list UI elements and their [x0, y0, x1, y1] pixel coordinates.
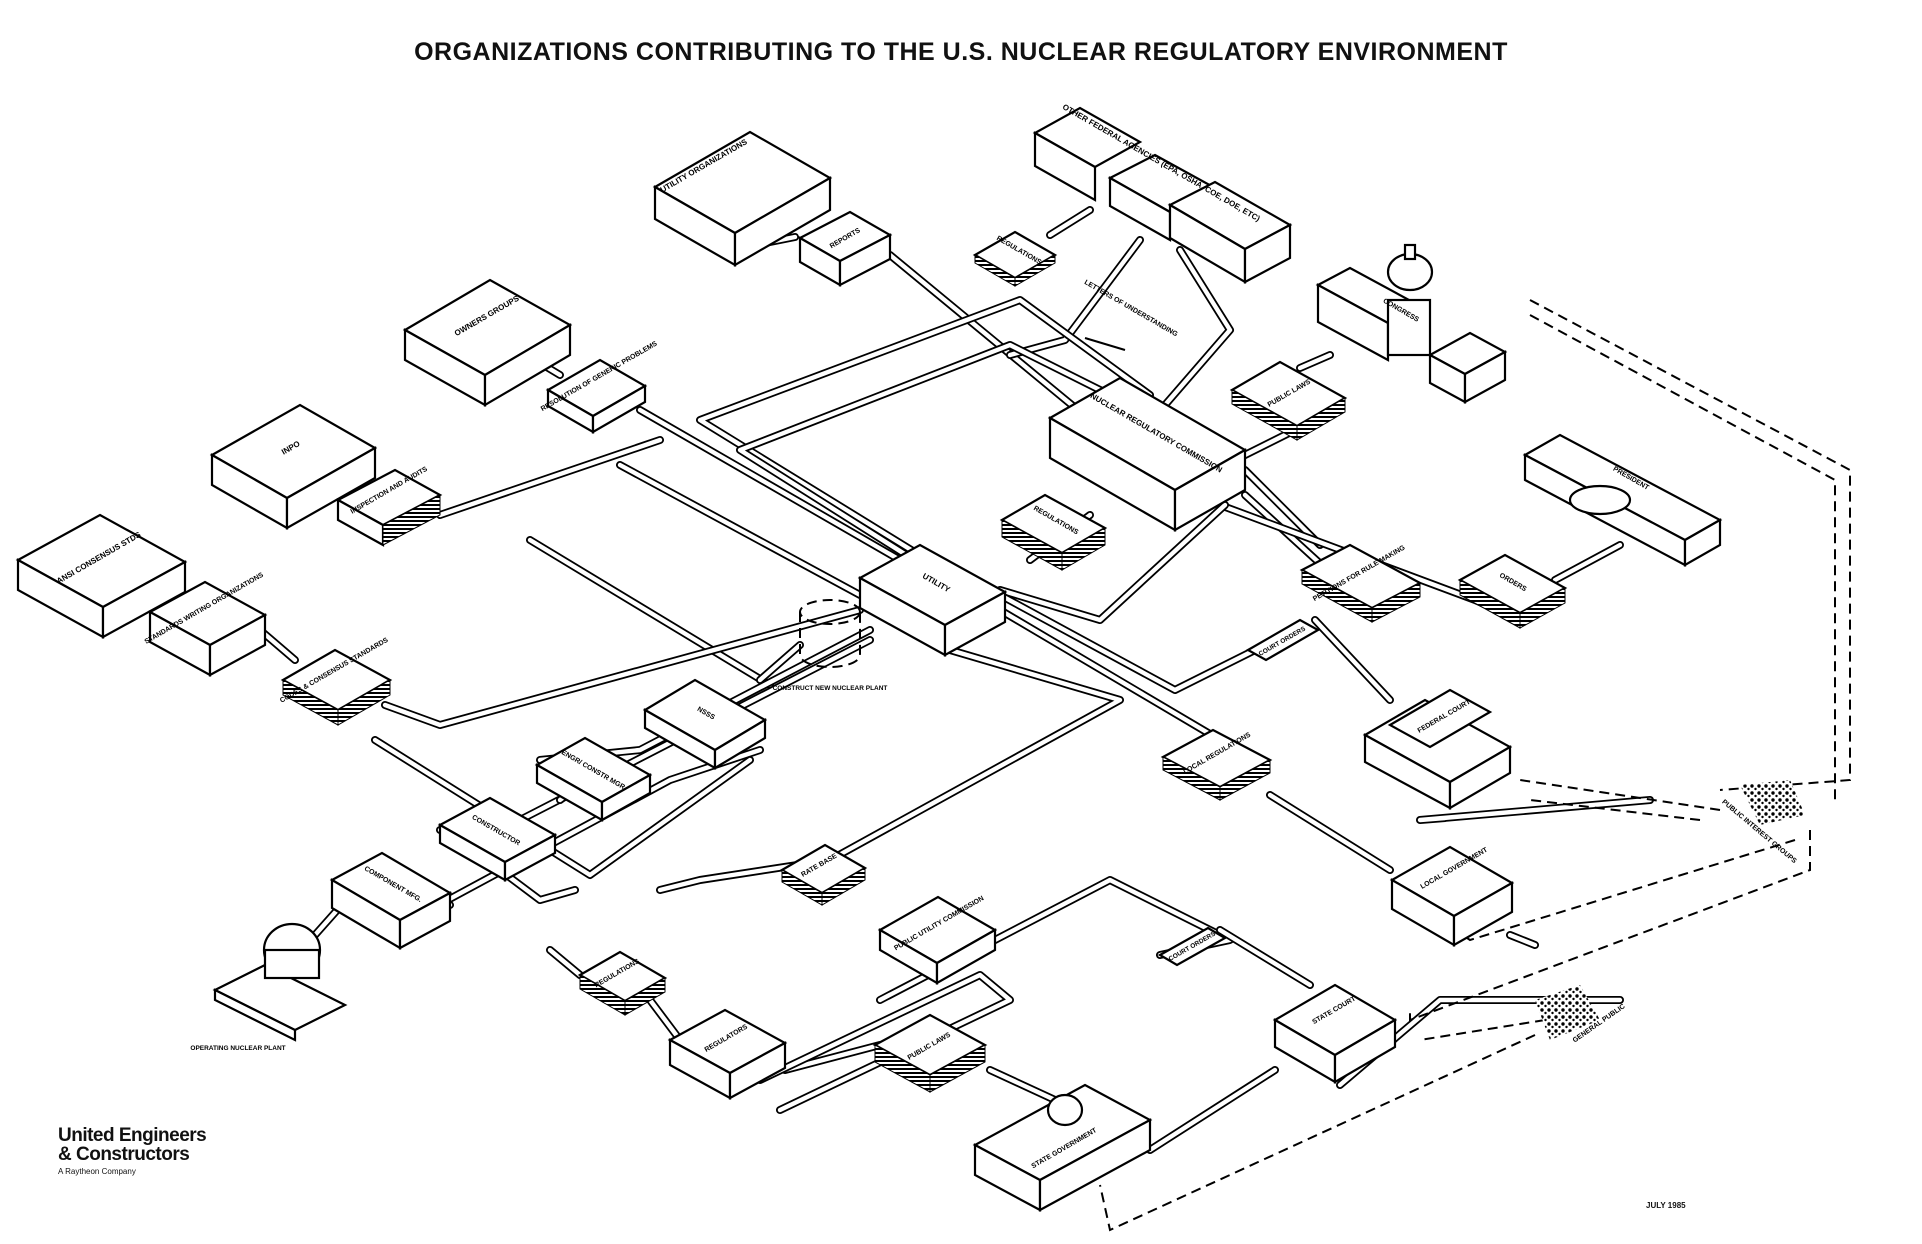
- logo-line-1: United Engineers: [58, 1125, 207, 1146]
- logo-line-2: & Constructors: [58, 1144, 190, 1165]
- flow-line-inner: [1047, 207, 1093, 238]
- engr-constr-mgr-box: ENGR/ CONSTR MGR.: [534, 736, 653, 822]
- president-building: PRESIDENT: [1522, 433, 1723, 567]
- owners-groups-building: OWNERS GROUPS: [402, 278, 573, 407]
- flow-line-inner: [1507, 932, 1538, 948]
- rate-base-stack: RATE BASE: [779, 843, 868, 906]
- codes-stack: CODES & CONSENSUS STANDARDS: [279, 637, 393, 726]
- flow-line-inner: [437, 437, 663, 518]
- flow-line-inner: [997, 607, 1223, 743]
- orders-stack: ORDERS: [1457, 553, 1568, 629]
- public-flow-line: [1099, 1034, 1536, 1232]
- flow-line-inner: [657, 647, 1123, 893]
- regulations-top-stack: REGULATIONS: [972, 230, 1058, 287]
- construct-new-label: CONSTRUCT NEW NUCLEAR PLANT: [773, 685, 888, 692]
- flow-line-inner: [1417, 797, 1653, 823]
- letters-of-understanding: LETTERS OF UNDERSTANDING: [1083, 279, 1179, 351]
- nrc-building: NUCLEAR REGULATORY COMMISSION: [1047, 376, 1248, 532]
- public-flow-line: [1409, 830, 1811, 1022]
- flow-line-inner: [372, 737, 753, 878]
- flow-line-inner: [1217, 927, 1313, 988]
- component-mfg-box: COMPONENT MFG.: [329, 851, 453, 950]
- court-orders-bottom-scroll: COURT ORDERS: [1157, 926, 1228, 967]
- public-laws-top-stack: PUBLIC LAWS: [1229, 360, 1348, 441]
- page-title: ORGANIZATIONS CONTRIBUTING TO THE U.S. N…: [414, 38, 1508, 66]
- flow-line-inner: [527, 537, 773, 688]
- local-regulations-stack: LOCAL REGULATIONS: [1160, 728, 1273, 801]
- flow-line-inner: [382, 607, 863, 728]
- operating-label: OPERATING NUCLEAR PLANT: [190, 1045, 285, 1052]
- state-government-building: STATE GOVERNMENT: [972, 1083, 1153, 1212]
- regulators-building: REGULATORS: [667, 1008, 788, 1100]
- flow-line-inner: [987, 1067, 1058, 1103]
- flow-line-inner: [1162, 247, 1233, 408]
- flow-line-inner: [1297, 352, 1333, 371]
- flow-line-inner: [887, 252, 1093, 423]
- flow-line-inner: [757, 642, 803, 683]
- standards-box: STANDARDS WRITING ORGANIZATIONS: [144, 572, 268, 677]
- public-flow-line: [1529, 314, 1836, 800]
- constructor-box: CONSTRUCTOR: [437, 796, 558, 882]
- flow-line-inner: [1147, 1067, 1278, 1153]
- public-flow-line: [1419, 1019, 1546, 1041]
- congress-building: CONGRESS: [1315, 243, 1508, 404]
- federal-court-building: FEDERAL COURT: [1362, 688, 1513, 810]
- public-interest-groups-crowd: PUBLIC INTEREST GROUPS: [1720, 780, 1805, 865]
- flow-line-inner: [1242, 467, 1323, 548]
- flow-line: [656, 646, 1124, 894]
- general-public-crowd: GENERAL PUBLIC: [1535, 985, 1627, 1044]
- construct-new-plant: CONSTRUCT NEW NUCLEAR PLANT: [773, 599, 888, 692]
- regulations-mid-stack: REGULATIONS: [999, 493, 1108, 571]
- flow-line-inner: [617, 462, 863, 598]
- inspection-box: INSPECTION AND AUDITS: [335, 466, 443, 547]
- other-federal-agencies-buildings: OTHER FEDERAL AGENCIES (EPA, OSHA, COE, …: [1032, 102, 1293, 284]
- utility-building: UTILITY: [857, 543, 1008, 657]
- flow-line-inner: [782, 1042, 883, 1073]
- local-government-building: LOCAL GOVERNMENT: [1389, 845, 1515, 947]
- company-logo: United Engineers & Constructors A Raythe…: [58, 1125, 207, 1176]
- flow-line-inner: [1552, 542, 1623, 583]
- public-flow-line: [1519, 779, 1721, 811]
- flow-line-inner: [497, 867, 578, 903]
- flow-line-inner: [997, 592, 1278, 693]
- flow-line-inner: [697, 297, 1153, 583]
- public-laws-bottom-stack: PUBLIC LAWS: [872, 1013, 988, 1093]
- flow-line: [1161, 246, 1234, 409]
- state-court-building: STATE COURT: [1272, 983, 1398, 1084]
- reports-box: REPORTS: [797, 210, 893, 287]
- operating-nuclear-plant: OPERATING NUCLEAR PLANT: [190, 922, 348, 1052]
- flow-line-inner: [1312, 617, 1393, 703]
- nsss-box: NSSS: [642, 678, 768, 770]
- flow-line-inner: [637, 407, 903, 563]
- logo-line-3: A Raytheon Company: [58, 1167, 136, 1176]
- petitions-stack: PETITIONS FOR RULE MAKING: [1299, 543, 1423, 623]
- flow-line-inner: [647, 997, 683, 1043]
- diagram-date: JULY 1985: [1646, 1201, 1686, 1210]
- flow-line-inner: [1267, 792, 1393, 873]
- ansi-building: ANSI CONSENSUS STDS: [15, 513, 188, 639]
- flow-line-inner: [997, 502, 1228, 623]
- flow-lines: [126, 206, 1654, 1154]
- public-flow-line: [1529, 799, 1701, 821]
- court-orders-top-scroll: COURT ORDERS: [1245, 618, 1321, 662]
- regulations-bottom-stack: REGULATIONS: [577, 950, 668, 1016]
- flow-line-inner: [737, 342, 1113, 573]
- inpo-building: INPO: [209, 403, 378, 530]
- public-utility-commission-building: PUBLIC UTILITY COMMISSION: [877, 895, 998, 985]
- flow-line-inner: [547, 947, 583, 978]
- letters-of-understanding-label: LETTERS OF UNDERSTANDING: [1083, 279, 1179, 339]
